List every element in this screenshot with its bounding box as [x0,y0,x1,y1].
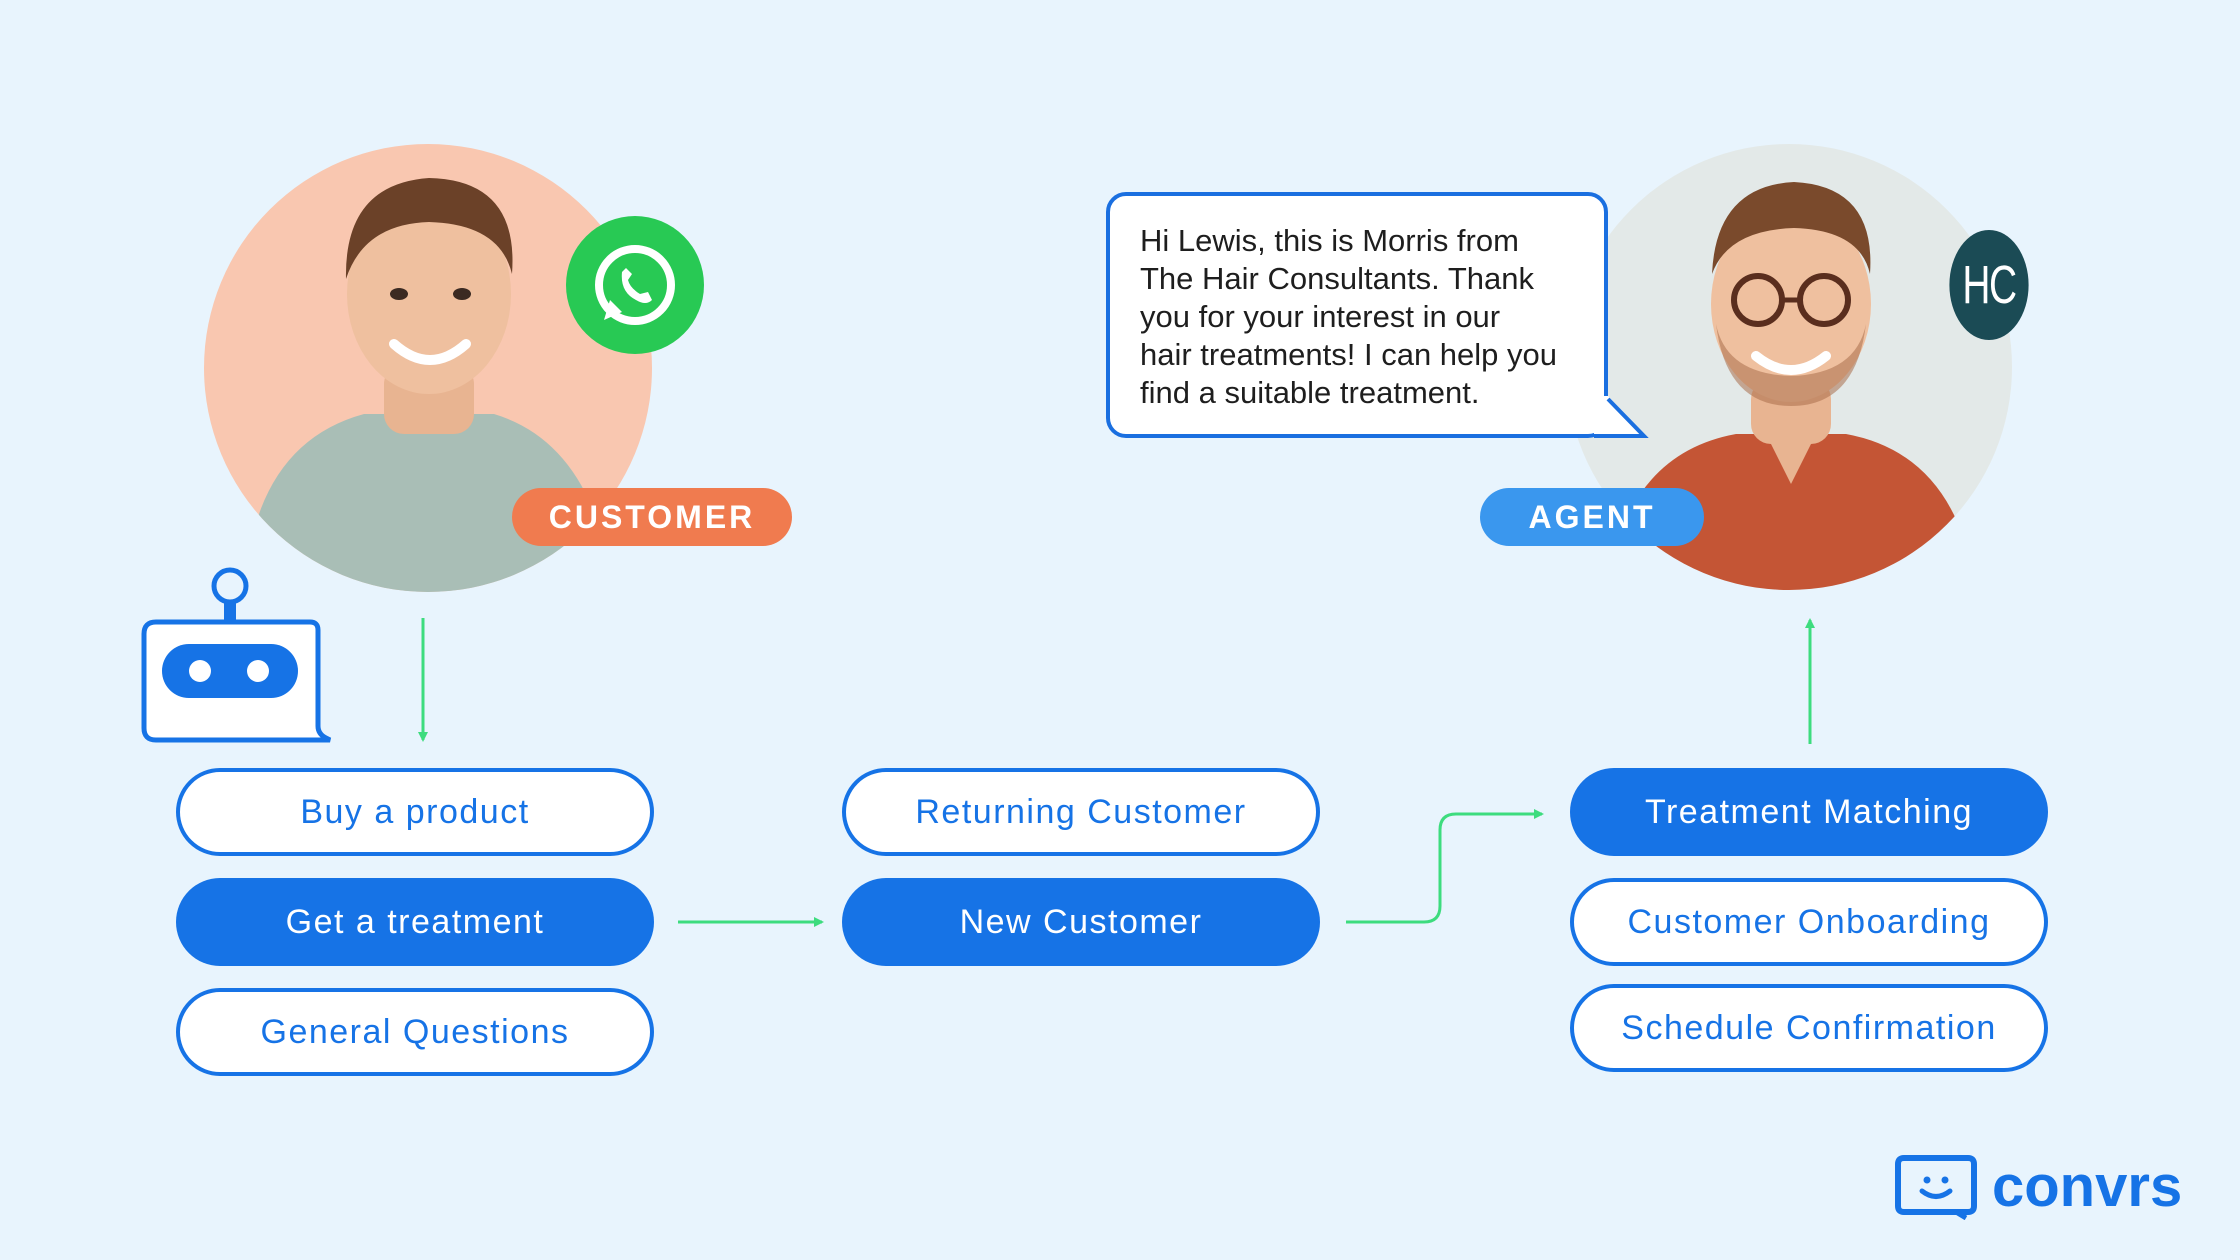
hc-brand-logo: HC [1949,230,2029,340]
option-new-customer[interactable]: New Customer [842,878,1320,966]
customer-photo [244,178,614,592]
agent-badge: AGENT [1480,488,1704,546]
convrs-chat-icon [1895,1155,1977,1220]
customer-badge: CUSTOMER [512,488,792,546]
whatsapp-icon [566,216,704,354]
agent-message-bubble: Hi Lewis, this is Morris from The Hair C… [1106,192,1608,438]
message-line: you for your interest in our [1140,299,1501,334]
option-customer-onboarding[interactable]: Customer Onboarding [1570,878,2048,966]
customer-avatar [204,144,652,592]
message-line: find a suitable treatment. [1140,375,1480,410]
convrs-wordmark: convrs [1992,1154,2183,1219]
option-buy-a-product[interactable]: Buy a product [176,768,654,856]
arrow-new-customer-to-matching [1346,809,1544,924]
agent-avatar [1566,144,2012,590]
convrs-logo: convrs [1894,1152,2182,1222]
option-returning-customer[interactable]: Returning Customer [842,768,1320,856]
message-line: The Hair Consultants. Thank [1140,261,1535,296]
agent-photo [1606,182,1976,590]
chatbot-icon [140,566,336,751]
speech-bubble-tail [1594,396,1649,438]
option-treatment-matching[interactable]: Treatment Matching [1570,768,2048,856]
option-get-a-treatment[interactable]: Get a treatment [176,878,654,966]
message-line: Hi Lewis, this is Morris from [1140,223,1519,258]
option-general-questions[interactable]: General Questions [176,988,654,1076]
option-schedule-confirmation[interactable]: Schedule Confirmation [1570,984,2048,1072]
message-line: hair treatments! I can help you [1140,337,1558,372]
